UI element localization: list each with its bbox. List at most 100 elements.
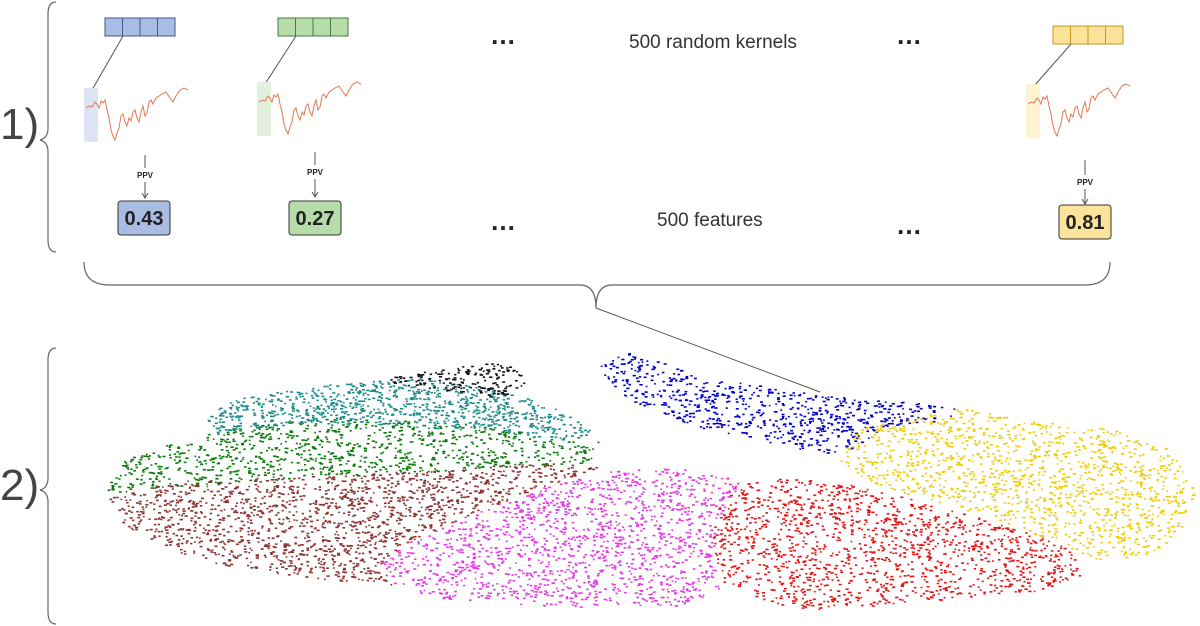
scatter-point — [735, 398, 738, 400]
scatter-point — [628, 535, 632, 537]
scatter-point — [831, 579, 834, 581]
scatter-point — [906, 574, 910, 577]
scatter-point — [816, 522, 820, 525]
scatter-point — [893, 469, 897, 471]
scatter-point — [982, 434, 986, 436]
scatter-point — [1121, 526, 1125, 529]
scatter-point — [826, 448, 828, 451]
scatter-point — [706, 555, 708, 557]
scatter-point — [525, 592, 528, 595]
scatter-point — [689, 412, 693, 415]
scatter-point — [825, 584, 829, 586]
scatter-point — [810, 502, 814, 504]
scatter-point — [778, 550, 782, 553]
scatter-point — [801, 607, 805, 609]
scatter-point — [499, 511, 502, 513]
scatter-point — [1026, 567, 1028, 570]
scatter-point — [953, 408, 956, 410]
scatter-point — [1101, 440, 1104, 443]
scatter-point — [643, 404, 646, 407]
scatter-point — [961, 442, 964, 444]
scatter-point — [416, 583, 419, 585]
scatter-point — [435, 583, 439, 585]
scatter-point — [1017, 548, 1021, 550]
scatter-point — [714, 552, 717, 555]
scatter-point — [809, 422, 811, 425]
scatter-point — [875, 467, 878, 469]
scatter-point — [522, 572, 525, 575]
scatter-point — [713, 402, 716, 404]
scatter-point — [872, 551, 876, 553]
scatter-point — [532, 494, 535, 496]
scatter-point — [387, 566, 391, 568]
scatter-point — [819, 434, 823, 437]
scatter-point — [984, 484, 988, 487]
scatter-point — [762, 404, 765, 407]
scatter-point — [1063, 481, 1068, 483]
scatter-point — [773, 549, 776, 552]
scatter-point — [986, 505, 990, 508]
scatter-point — [641, 392, 645, 395]
scatter-point — [817, 512, 821, 515]
scatter-point — [846, 416, 850, 419]
scatter-point — [1184, 501, 1186, 503]
scatter-point — [668, 384, 673, 386]
scatter-point — [1139, 470, 1142, 473]
feature-value: 0.27 — [296, 208, 335, 230]
scatter-point — [927, 521, 931, 524]
scatter-point — [623, 542, 627, 545]
scatter-point — [550, 603, 553, 606]
scatter-point — [764, 526, 768, 528]
scatter-point — [545, 565, 549, 568]
scatter-point — [908, 520, 911, 523]
scatter-point — [750, 545, 753, 548]
scatter-point — [848, 555, 851, 558]
scatter-point — [644, 391, 648, 393]
scatter-point — [625, 379, 629, 381]
scatter-point — [742, 400, 745, 402]
scatter-point — [871, 551, 874, 554]
scatter-point — [668, 556, 671, 559]
scatter-point — [575, 529, 578, 532]
scatter-point — [472, 557, 476, 560]
scatter-point — [1077, 461, 1080, 463]
scatter-point — [869, 551, 873, 553]
scatter-point — [800, 414, 803, 417]
scatter-point — [957, 493, 961, 495]
scatter-point — [648, 505, 650, 508]
scatter-point — [1003, 469, 1007, 472]
scatter-point — [533, 519, 536, 521]
scatter-point — [619, 577, 623, 579]
scatter-point — [735, 485, 738, 488]
scatter-point — [698, 564, 702, 567]
scatter-point — [1154, 497, 1156, 499]
scatter-point — [650, 515, 653, 518]
scatter-point — [1000, 427, 1003, 430]
scatter-point — [528, 533, 531, 536]
scatter-point — [992, 494, 996, 496]
scatter-point — [861, 604, 864, 607]
scatter-point — [948, 430, 952, 432]
scatter-point — [680, 519, 684, 522]
scatter-point — [1060, 554, 1063, 557]
scatter-point — [1078, 534, 1082, 537]
kernels-caption: 500 random kernels — [629, 32, 797, 53]
scatter-point — [497, 503, 501, 506]
scatter-point — [1069, 493, 1073, 496]
scatter-point — [931, 433, 935, 435]
scatter-point — [606, 540, 609, 543]
scatter-point — [1167, 502, 1170, 505]
scatter-point — [1016, 541, 1020, 543]
scatter-point — [575, 536, 579, 539]
scatter-point — [769, 441, 772, 444]
scatter-point — [692, 550, 695, 553]
scatter-point — [506, 523, 510, 526]
scatter-point — [642, 541, 645, 544]
scatter-point — [996, 445, 999, 448]
scatter-point — [855, 596, 858, 599]
scatter-point — [880, 520, 883, 522]
scatter-point — [695, 480, 698, 483]
scatter-point — [555, 538, 559, 540]
scatter-point — [935, 590, 939, 592]
scatter-point — [544, 590, 547, 592]
